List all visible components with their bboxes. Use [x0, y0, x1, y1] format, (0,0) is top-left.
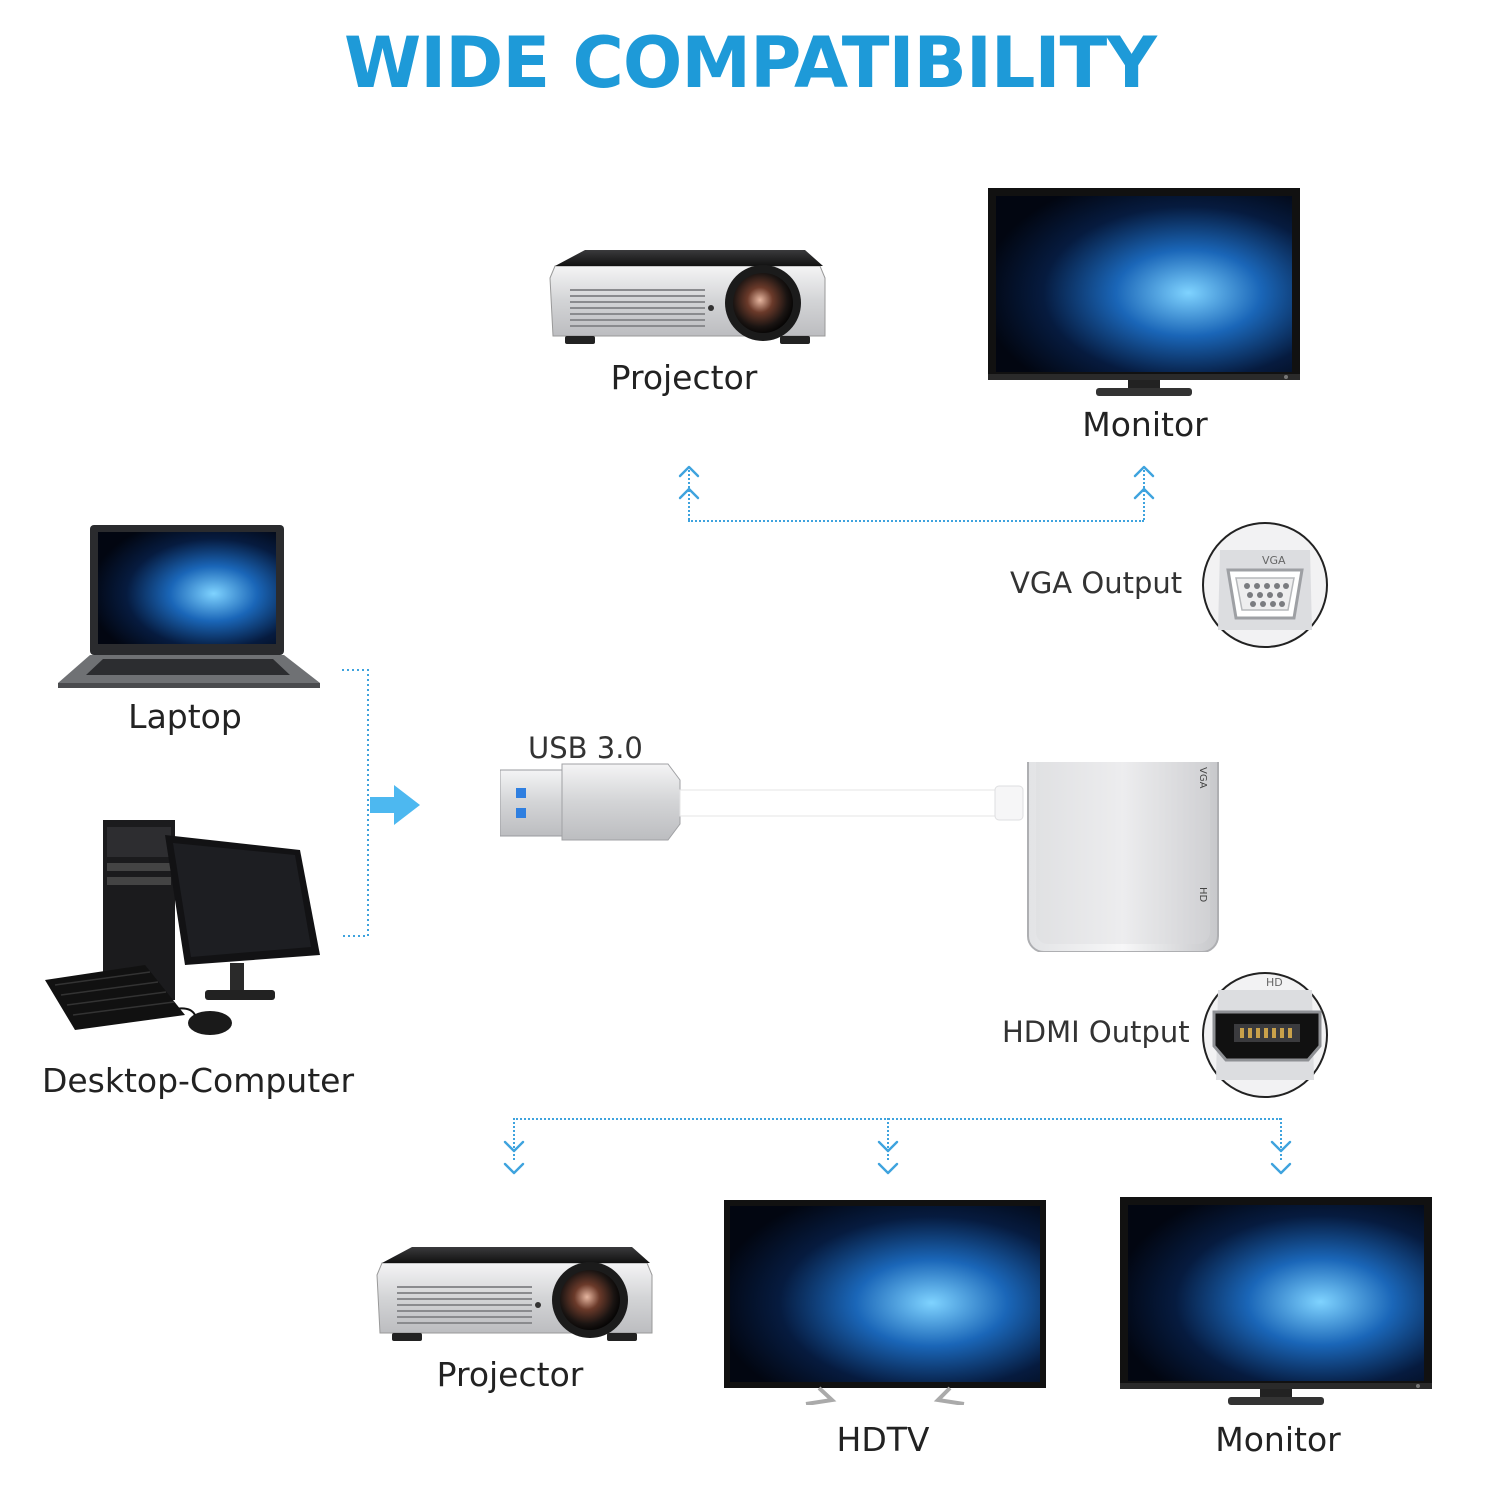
down-arrow-icon [1266, 1130, 1296, 1184]
desktop-computer-label: Desktop-Computer [41, 1061, 355, 1100]
right-arrow-icon [370, 783, 422, 831]
laptop-icon [58, 525, 320, 694]
up-arrow-icon [674, 460, 704, 512]
hdmi-connector-branch [513, 1118, 515, 1160]
vga-port-badge: VGA [1200, 520, 1330, 654]
vga-monitor-label: Monitor [1082, 405, 1208, 444]
hdmi-badge-text: HD [1266, 976, 1283, 989]
hdmi-connector-line [513, 1118, 1281, 1120]
laptop-label: Laptop [128, 697, 242, 736]
vga-output-label: VGA Output [1010, 566, 1183, 600]
hdmi-connector-branch [1280, 1118, 1282, 1160]
down-arrow-icon [873, 1130, 903, 1184]
usb-label: USB 3.0 [528, 731, 643, 765]
monitor-icon [988, 188, 1300, 404]
down-arrow-icon [499, 1130, 529, 1184]
hdmi-connector-branch [887, 1118, 889, 1160]
up-arrow-icon [1129, 460, 1159, 512]
port-vga-text: VGA [1197, 767, 1208, 789]
hdmi-monitor-label: Monitor [1215, 1420, 1341, 1459]
page-title: WIDE COMPATIBILITY [344, 22, 1157, 104]
hdmi-port-badge: HD [1200, 970, 1330, 1104]
desktop-computer-icon [45, 815, 325, 1044]
vga-badge-text: VGA [1262, 554, 1286, 567]
hdmi-projector-label: Projector [436, 1355, 584, 1394]
monitor-icon [1120, 1197, 1432, 1413]
port-hd-text: HD [1197, 887, 1208, 903]
vga-connector-branch [688, 470, 690, 520]
usb-adapter-icon: VGA HD [499, 669, 1220, 956]
hdmi-output-label: HDMI Output [1002, 1015, 1190, 1049]
projector-icon [372, 1245, 657, 1349]
projector-icon [545, 248, 830, 352]
vga-connector-branch [1143, 470, 1145, 520]
hdtv-icon [724, 1200, 1046, 1409]
vga-connector-line [688, 520, 1144, 522]
vga-projector-label: Projector [610, 358, 758, 397]
hdtv-label: HDTV [836, 1420, 930, 1459]
source-bracket [340, 668, 376, 944]
